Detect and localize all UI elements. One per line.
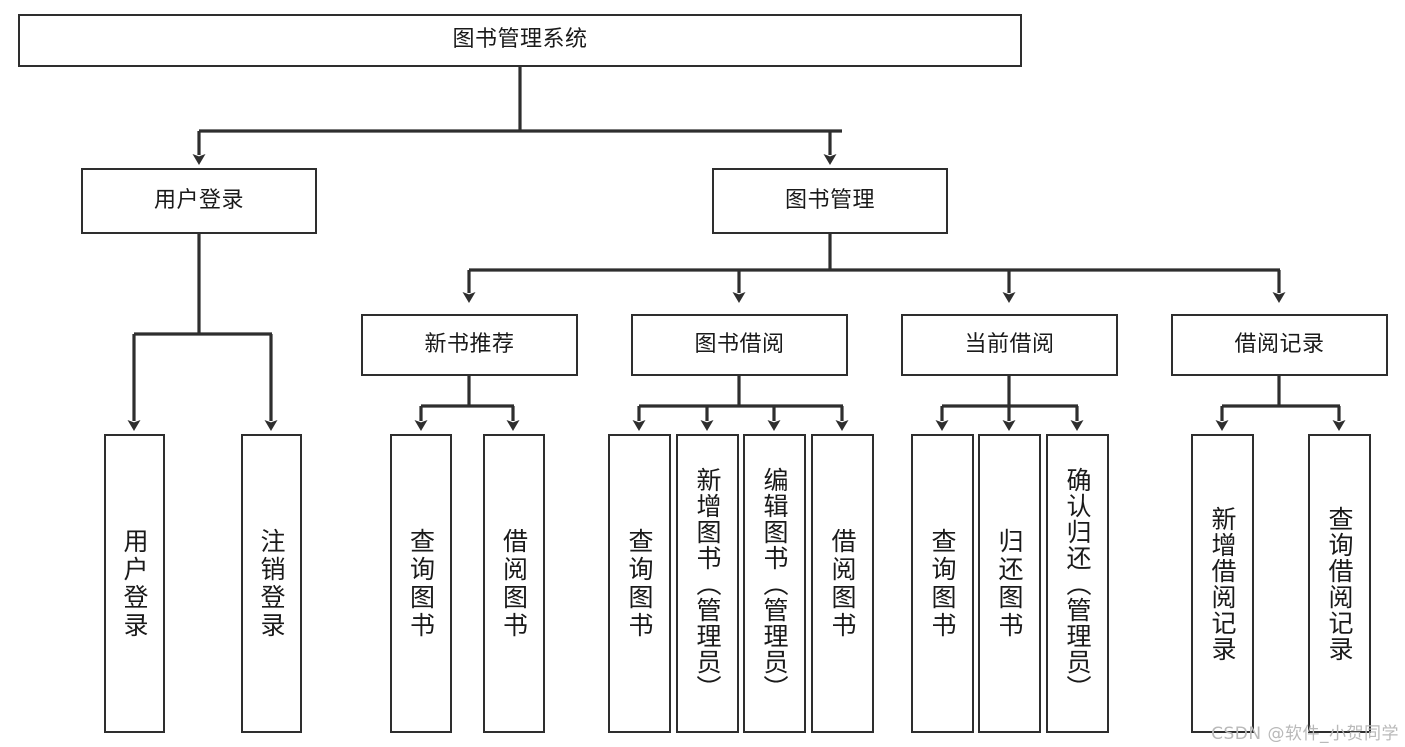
leaf-borrow-book-1[interactable]: 借阅图书 bbox=[483, 434, 545, 733]
node-label: 新增图书（管理员） bbox=[693, 466, 722, 701]
node-label: 归还图书 bbox=[995, 527, 1024, 640]
leaf-user-login[interactable]: 用户登录 bbox=[104, 434, 165, 733]
node-label: 查询图书 bbox=[625, 527, 654, 640]
node-label: 图书管理系统 bbox=[452, 27, 588, 53]
node-label: 用户登录 bbox=[120, 527, 149, 640]
node-root-system[interactable]: 图书管理系统 bbox=[18, 14, 1022, 67]
leaf-query-book-3[interactable]: 查询图书 bbox=[911, 434, 974, 733]
node-label: 图书借阅 bbox=[694, 331, 785, 357]
node-book-borrow[interactable]: 图书借阅 bbox=[631, 314, 848, 376]
leaf-edit-book-admin[interactable]: 编辑图书（管理员） bbox=[743, 434, 806, 733]
node-book-manage[interactable]: 图书管理 bbox=[712, 168, 948, 234]
csdn-watermark: CSDN @软件_小贺同学 bbox=[1211, 724, 1399, 744]
leaf-logout-login[interactable]: 注销登录 bbox=[241, 434, 302, 733]
node-label: 编辑图书（管理员） bbox=[760, 466, 789, 701]
node-label: 新书推荐 bbox=[424, 331, 515, 357]
node-current-borrow[interactable]: 当前借阅 bbox=[901, 314, 1118, 376]
node-label: 查询图书 bbox=[928, 527, 957, 640]
node-label: 借阅图书 bbox=[499, 527, 529, 640]
leaf-add-borrow-record[interactable]: 新增借阅记录 bbox=[1191, 434, 1254, 733]
node-label: 注销登录 bbox=[257, 527, 286, 640]
node-label: 查询图书 bbox=[406, 527, 436, 640]
node-user-login[interactable]: 用户登录 bbox=[81, 168, 317, 234]
node-label: 新增借阅记录 bbox=[1208, 505, 1237, 662]
node-label: 确认归还（管理员） bbox=[1063, 466, 1092, 701]
node-borrow-record[interactable]: 借阅记录 bbox=[1171, 314, 1388, 376]
leaf-return-book[interactable]: 归还图书 bbox=[978, 434, 1041, 733]
leaf-borrow-book-2[interactable]: 借阅图书 bbox=[811, 434, 874, 733]
node-label: 查询借阅记录 bbox=[1325, 505, 1354, 662]
node-label: 借阅记录 bbox=[1234, 331, 1325, 357]
leaf-query-book-2[interactable]: 查询图书 bbox=[608, 434, 671, 733]
leaf-query-book-1[interactable]: 查询图书 bbox=[390, 434, 452, 733]
leaf-query-borrow-record[interactable]: 查询借阅记录 bbox=[1308, 434, 1371, 733]
node-label: 借阅图书 bbox=[828, 527, 857, 640]
leaf-add-book-admin[interactable]: 新增图书（管理员） bbox=[676, 434, 739, 733]
node-label: 当前借阅 bbox=[964, 331, 1055, 357]
node-label: 用户登录 bbox=[153, 187, 244, 213]
node-label: 图书管理 bbox=[784, 187, 875, 213]
leaf-confirm-return-admin[interactable]: 确认归还（管理员） bbox=[1046, 434, 1109, 733]
node-new-book-recommend[interactable]: 新书推荐 bbox=[361, 314, 578, 376]
